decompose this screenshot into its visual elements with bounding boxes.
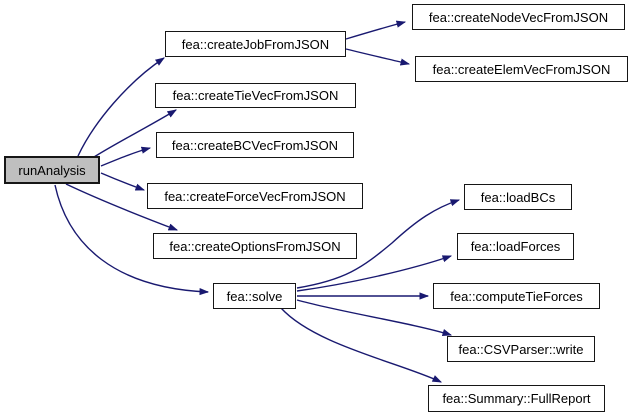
- edge-runAnalysis-to-solve: [54, 184, 210, 296]
- edge-runAnalysis-to-createJobFromJSON: [77, 57, 165, 157]
- node-CSVParser-write[interactable]: fea::CSVParser::write: [447, 336, 595, 362]
- node-Summary-FullReport[interactable]: fea::Summary::FullReport: [428, 385, 605, 412]
- node-computeTieForces[interactable]: fea::computeTieForces: [433, 283, 600, 309]
- node-createNodeVecFromJSON[interactable]: fea::createNodeVecFromJSON: [412, 4, 625, 30]
- node-createElemVecFromJSON[interactable]: fea::createElemVecFromJSON: [415, 56, 628, 82]
- node-createOptionsFromJSON[interactable]: fea::createOptionsFromJSON: [153, 233, 357, 259]
- edge-runAnalysis-to-createOptionsFromJSON: [65, 183, 179, 231]
- edge-runAnalysis-to-createTieVecFromJSON: [93, 109, 177, 158]
- node-solve[interactable]: fea::solve: [213, 283, 296, 309]
- edge-solve-to-loadBCs: [296, 199, 461, 289]
- edge-createJobFromJSON-to-createElemVecFromJSON: [345, 48, 411, 66]
- node-runAnalysis: runAnalysis: [4, 156, 100, 184]
- edge-runAnalysis-to-createForceVecFromJSON: [100, 172, 146, 191]
- node-loadBCs[interactable]: fea::loadBCs: [464, 184, 572, 210]
- edge-solve-to-loadForces: [296, 255, 453, 292]
- node-createTieVecFromJSON[interactable]: fea::createTieVecFromJSON: [155, 83, 356, 108]
- node-createForceVecFromJSON[interactable]: fea::createForceVecFromJSON: [147, 183, 363, 209]
- edge-solve-to-CSVParser-write: [296, 299, 453, 336]
- node-createJobFromJSON[interactable]: fea::createJobFromJSON: [165, 31, 346, 57]
- edge-runAnalysis-to-createBCVecFromJSON: [100, 146, 152, 167]
- node-loadForces[interactable]: fea::loadForces: [457, 233, 574, 260]
- node-createBCVecFromJSON[interactable]: fea::createBCVecFromJSON: [156, 132, 354, 158]
- edge-createJobFromJSON-to-createNodeVecFromJSON: [345, 20, 407, 40]
- edge-solve-to-Summary-FullReport: [280, 307, 442, 383]
